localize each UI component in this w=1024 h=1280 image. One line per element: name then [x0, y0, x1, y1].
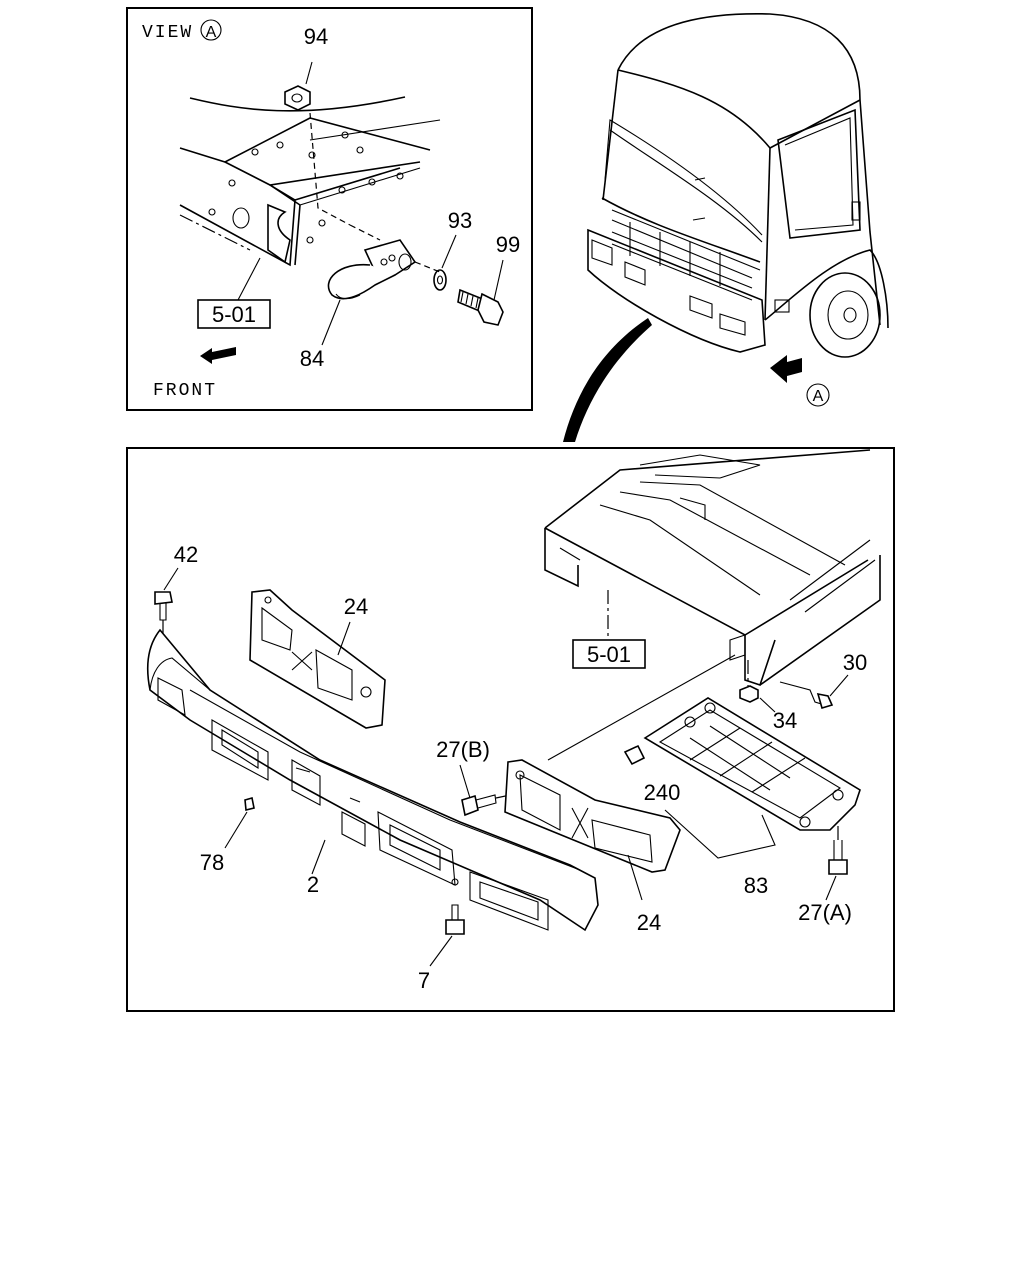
clip-240-drawing — [623, 744, 646, 766]
tow-hook-84-drawing — [327, 239, 417, 300]
callout-99: 99 — [496, 232, 520, 257]
view-a-arrow-icon — [770, 355, 802, 383]
callout-78: 78 — [200, 850, 224, 875]
view-a-panel: VIEW A — [126, 7, 533, 411]
main-panel: 5-01 42 24 — [126, 447, 895, 1012]
truck-cab-drawing — [587, 13, 889, 358]
ref-5-01-main: 5-01 — [587, 642, 631, 667]
front-arrow-icon — [200, 347, 236, 364]
callout-240: 240 — [644, 780, 681, 805]
ref-box-main — [572, 639, 646, 669]
clip-30-drawing — [779, 681, 834, 709]
step-plate-83-drawing — [643, 697, 861, 831]
nut-94-drawing — [284, 85, 311, 111]
bracket-right-drawing — [504, 759, 681, 873]
bumper-2-drawing — [146, 628, 599, 932]
bracket-left-drawing — [249, 589, 386, 729]
view-a-frame — [126, 7, 533, 411]
callout-42: 42 — [174, 542, 198, 567]
callout-93: 93 — [448, 208, 472, 233]
bolt-27a-drawing — [828, 840, 848, 875]
clip-78-drawing — [244, 796, 255, 812]
front-label: FRONT — [153, 381, 217, 401]
ref-box-view — [197, 299, 271, 329]
truck-marker-circle — [806, 383, 830, 407]
view-label: VIEW — [142, 23, 193, 43]
callout-7: 7 — [418, 968, 430, 993]
callout-30: 30 — [843, 650, 867, 675]
callout-94: 94 — [304, 24, 328, 49]
frame-rail-drawing — [179, 96, 441, 267]
callout-84: 84 — [300, 346, 324, 371]
screw-7-drawing — [445, 904, 465, 935]
washer-93-drawing — [433, 269, 447, 291]
truck-marker: A — [813, 388, 824, 405]
callout-34: 34 — [773, 708, 797, 733]
callout-24-right: 24 — [637, 910, 661, 935]
callout-83: 83 — [744, 873, 768, 898]
callout-2: 2 — [307, 872, 319, 897]
detail-link-arrow — [563, 318, 652, 442]
chassis-drawing — [544, 449, 881, 687]
callout-27b: 27(B) — [436, 737, 490, 762]
bolt-99-drawing — [457, 288, 504, 326]
nut-34-drawing — [739, 685, 759, 703]
view-marker: A — [206, 24, 217, 41]
callout-24-left: 24 — [344, 594, 368, 619]
view-marker-circle — [200, 19, 222, 41]
bolt-27b-drawing — [461, 794, 497, 817]
bolt-42-drawing — [154, 591, 173, 621]
main-frame — [126, 447, 895, 1012]
ref-5-01-view: 5-01 — [212, 302, 256, 327]
callout-27a: 27(A) — [798, 900, 852, 925]
